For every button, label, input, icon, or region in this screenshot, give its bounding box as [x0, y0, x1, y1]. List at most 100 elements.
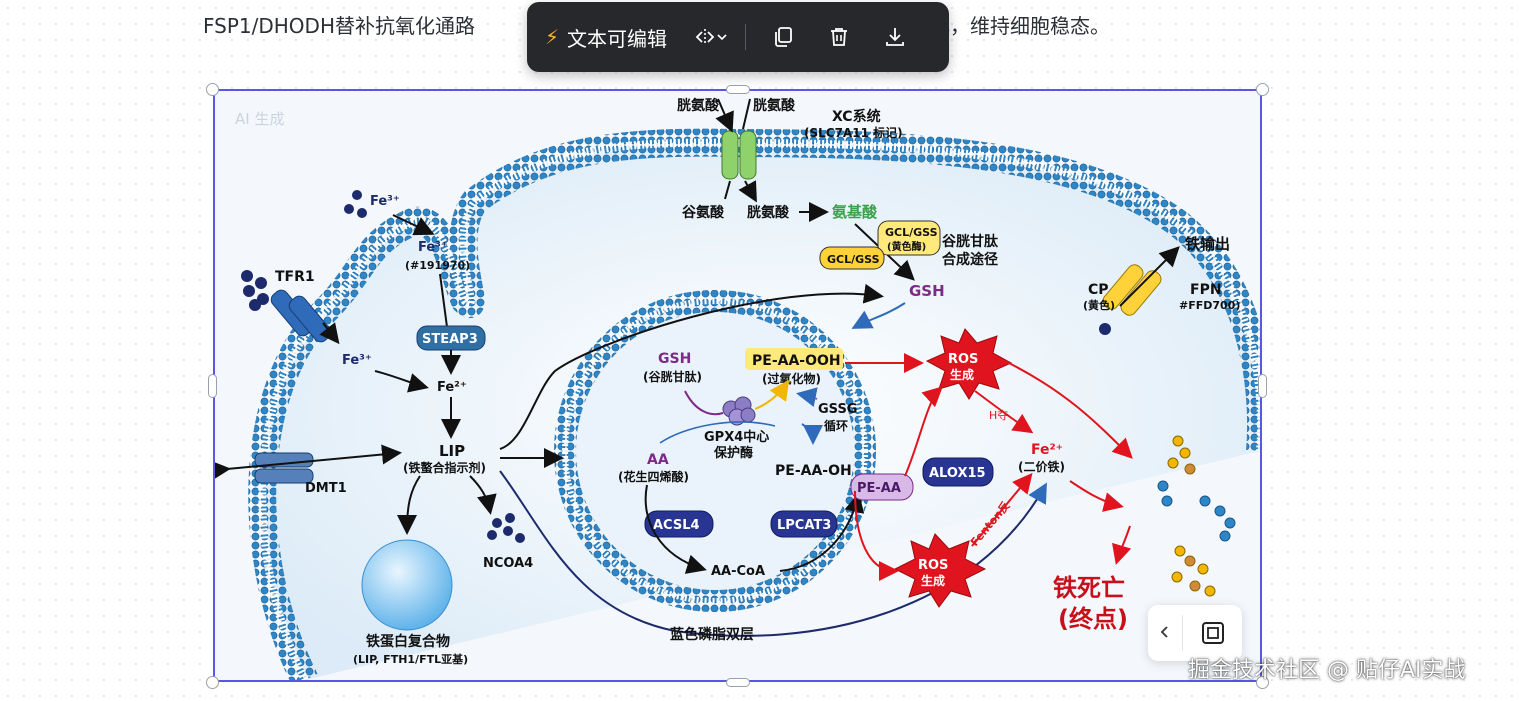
copy-button[interactable] — [762, 17, 804, 57]
label-xc-system: XC系统 — [832, 108, 881, 125]
xc-transporter — [715, 98, 757, 203]
collapse-button[interactable] — [1148, 623, 1182, 644]
gpx4-enzyme — [722, 396, 756, 426]
label-aa-coa: AA-CoA — [711, 564, 765, 579]
label-gcl-gss-top: GCL/GSS — [885, 226, 938, 239]
label-fe3-top: Fe³⁺ — [370, 194, 400, 209]
flip-button[interactable] — [691, 17, 731, 57]
image-control-panel — [1148, 605, 1242, 661]
label-alox15: ALOX15 — [929, 466, 986, 481]
label-gssg-sub: 循环 — [824, 418, 848, 433]
delete-button[interactable] — [818, 17, 860, 57]
label-ferroptosis-sub: (终点) — [1058, 605, 1128, 633]
alox15-enzyme — [922, 457, 994, 487]
selected-image[interactable]: AI 生成 胱氨酸 胱氨酸 XC系统 (SLC7A11 标记) 谷氨酸 胱氨酸 … — [213, 89, 1262, 682]
label-ros2-sub: 生成 — [921, 573, 945, 588]
pe-aa-ooh-box — [745, 348, 843, 370]
label-bilayer: 蓝色磷脂双层 — [670, 626, 754, 643]
label-gpx4-sub: 保护酶 — [713, 445, 753, 461]
label-fe3-mid: Fe³⁺ — [418, 240, 448, 255]
fpn-transporter — [1099, 246, 1180, 335]
watermark: 掘金技术社区 @ 贴仔AI实战 — [1188, 658, 1466, 683]
panel-divider — [1182, 615, 1183, 651]
label-pe-aa-ooh-sub: (过氧化物) — [762, 371, 821, 386]
label-ferritin-sub: (LIP, FTH1/FTL亚基) — [353, 652, 468, 666]
label-fe3-low: Fe³⁺ — [342, 353, 372, 368]
pe-aa-box — [850, 473, 914, 501]
document-text: FSP1/DHODH替补抗氧化通路 化，维持细胞稳态。 — [203, 10, 1110, 39]
resize-handle-bottom-right[interactable] — [1256, 676, 1269, 689]
lpcat3-enzyme — [770, 510, 838, 538]
image-toolbar: ⚡ 文本可编辑 — [527, 2, 949, 72]
label-gcl-gss-left: GCL/GSS — [827, 253, 880, 266]
label-gcl-gss-top-sub: (黄色酶) — [887, 240, 926, 253]
flip-icon — [695, 29, 715, 45]
chevron-down-icon — [717, 34, 727, 41]
copy-icon — [775, 27, 792, 47]
label-gssg: GSSG — [818, 402, 857, 417]
resize-handle-top-right[interactable] — [1256, 83, 1269, 96]
label-ncoa4: NCOA4 — [483, 556, 533, 571]
ferroptosis-diagram: AI 生成 胱氨酸 胱氨酸 XC系统 (SLC7A11 标记) 谷氨酸 胱氨酸 … — [215, 91, 1260, 680]
resize-handle-top-left[interactable] — [206, 83, 219, 96]
label-ros1-sub: 生成 — [950, 367, 974, 382]
label-pe-aa: PE-AA — [857, 481, 901, 496]
label-ros1: ROS — [948, 352, 978, 367]
label-acsl4: ACSL4 — [653, 518, 700, 533]
label-ferritin: 铁蛋白复合物 — [366, 633, 450, 650]
resize-handle-bottom-left[interactable] — [206, 676, 219, 689]
fit-screen-button[interactable] — [1183, 620, 1242, 646]
label-fpn-sub: #FFD700) — [1179, 299, 1240, 312]
ai-tag: AI 生成 — [235, 110, 284, 128]
label-cp-sub: (黄色) — [1083, 298, 1115, 312]
resize-handle-left[interactable] — [208, 374, 217, 398]
label-fe2: Fe²⁺ — [437, 380, 467, 395]
ros-burst-bottom — [893, 533, 987, 608]
document-text-right: 化，维持细胞稳态。 — [930, 14, 1110, 38]
resize-handle-right[interactable] — [1258, 374, 1267, 398]
label-cp: CP — [1088, 282, 1109, 298]
label-pe-aa-ooh: PE-AA-OOH — [752, 353, 841, 369]
chevron-left-icon — [1160, 625, 1168, 638]
label-gsh-in-sub: (谷胱甘肽) — [643, 369, 702, 384]
label-fe3-mid-sub: (#191970) — [405, 259, 470, 272]
label-xc-sub: (SLC7A11 标记) — [804, 125, 903, 140]
gcl-gss-enzyme-top — [877, 220, 941, 256]
label-gsh-path2: 合成途径 — [942, 251, 998, 268]
label-cystine-top2: 胱氨酸 — [753, 97, 796, 114]
label-fe2-right-sub: (二价铁) — [1018, 459, 1065, 474]
label-gsh-in: GSH — [658, 351, 691, 367]
download-button[interactable] — [874, 17, 916, 57]
ruptured-membrane — [1157, 435, 1236, 597]
label-cystine-top1: 胱氨酸 — [677, 97, 720, 114]
label-fe2-right: Fe²⁺ — [1031, 442, 1063, 458]
label-fpn: FPN — [1190, 282, 1222, 298]
editable-text-label: 文本可编辑 — [567, 26, 668, 51]
label-tfr1: TFR1 — [275, 269, 315, 285]
ncoa4-dots — [487, 513, 525, 543]
download-icon — [886, 28, 904, 46]
resize-handle-top[interactable] — [726, 85, 750, 94]
editable-text-button[interactable]: ⚡ 文本可编辑 — [545, 17, 667, 57]
ros-burst-top — [925, 328, 1013, 400]
label-gsh-path1: 谷胱甘肽 — [942, 233, 999, 250]
trash-icon — [831, 28, 848, 46]
label-amino-acid: 氨基酸 — [832, 203, 878, 221]
label-aa: AA — [647, 452, 669, 468]
resize-handle-bottom[interactable] — [726, 678, 750, 687]
fit-screen-icon — [1201, 622, 1224, 644]
label-ferroptosis: 铁死亡 — [1053, 574, 1125, 602]
gcl-gss-enzyme-left — [819, 246, 885, 270]
label-glutamate: 谷氨酸 — [682, 204, 725, 221]
label-gpx4: GPX4中心 — [704, 429, 769, 445]
toolbar-divider — [745, 24, 747, 50]
document-text-left: FSP1/DHODH替补抗氧化通路 — [203, 14, 475, 38]
label-h-abs: H夺 — [989, 409, 1008, 422]
label-lpcat3: LPCAT3 — [777, 518, 831, 533]
label-steap3: STEAP3 — [422, 332, 478, 347]
label-pe-aa-oh: PE-AA-OH — [775, 463, 852, 479]
label-aa-sub: (花生四烯酸) — [618, 469, 689, 484]
label-iron-export: 铁输出 — [1185, 235, 1230, 253]
lightning-icon: ⚡ — [545, 25, 560, 49]
label-lip: LIP — [439, 442, 465, 460]
